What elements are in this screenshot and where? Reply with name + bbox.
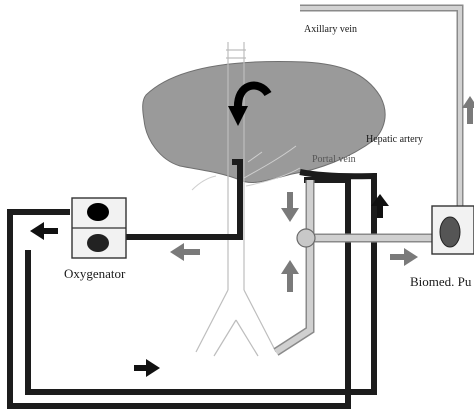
arrow-left-black <box>30 222 58 240</box>
hepatic-artery-tube <box>299 169 377 290</box>
portal-vein-tube <box>273 180 432 356</box>
oxygenator-chamber-top <box>87 203 109 221</box>
arrow-left-gray <box>170 243 200 261</box>
label-axillary-vein: Axillary vein <box>304 24 357 35</box>
biomed-pump-device <box>431 205 474 255</box>
oxygenator-device <box>71 197 127 259</box>
arrow-up-black <box>371 194 389 218</box>
pump-rotor <box>439 216 461 248</box>
hilar-vessels <box>191 145 301 191</box>
portal-junction <box>296 228 316 248</box>
gray-arrows <box>170 96 474 292</box>
return-circuit-tube <box>25 250 377 395</box>
label-portal-vein: Portal vein <box>312 154 356 165</box>
label-biomed-pump: Biomed. Pu <box>410 274 472 289</box>
oxygenator-chamber-bottom <box>87 234 109 252</box>
arrow-down-gray <box>281 192 299 222</box>
axillary-vein-tube <box>300 4 464 206</box>
liver <box>142 60 386 183</box>
arrow-up-gray <box>281 260 299 292</box>
curved-flow-arrow <box>228 81 272 126</box>
caval-cannula-tube <box>126 159 243 240</box>
label-hepatic-artery: Hepatic artery <box>366 134 423 145</box>
arrow-right-gray <box>390 248 418 266</box>
arrow-up-gray-axillary <box>462 96 474 124</box>
vena-cava <box>195 42 277 357</box>
arrow-right-black <box>134 359 160 377</box>
label-oxygenator: Oxygenator <box>64 266 126 281</box>
black-arrows <box>30 194 389 377</box>
oxygenator-outflow-tube <box>7 177 351 409</box>
